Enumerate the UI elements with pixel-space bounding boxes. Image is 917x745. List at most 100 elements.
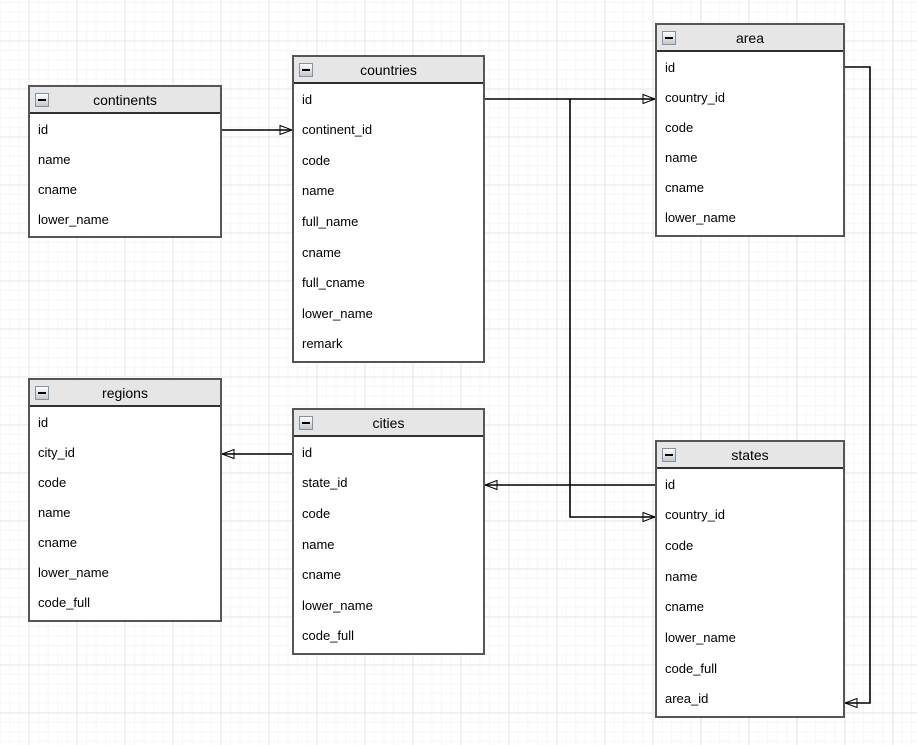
table-row-name[interactable]: name [657, 143, 843, 173]
table-row-code_full[interactable]: code_full [657, 653, 843, 684]
collapse-minus-icon[interactable] [662, 447, 676, 462]
table-row-area_id[interactable]: area_id [657, 683, 843, 714]
collapse-minus-icon[interactable] [299, 62, 313, 77]
table-row-full_cname[interactable]: full_cname [294, 267, 483, 298]
field-label: code [38, 474, 67, 490]
entity-cities-header[interactable]: cities [294, 410, 483, 437]
table-row-id[interactable]: id [294, 437, 483, 468]
table-row-id[interactable]: id [30, 407, 220, 437]
field-label: name [665, 150, 698, 166]
table-row-lower_name[interactable]: lower_name [657, 622, 843, 653]
entity-regions-header[interactable]: regions [30, 380, 220, 407]
field-label: city_id [38, 444, 75, 460]
field-label: code [302, 152, 331, 168]
table-row-code[interactable]: code [294, 145, 483, 176]
table-row-name[interactable]: name [30, 144, 220, 174]
entity-title: countries [360, 61, 417, 78]
table-row-lower_name[interactable]: lower_name [30, 558, 220, 588]
connector-area-id-to-states-area_id[interactable] [845, 66, 871, 703]
table-row-lower_name[interactable]: lower_name [30, 204, 220, 234]
field-label: id [38, 121, 49, 137]
field-label: id [665, 59, 676, 75]
field-label: full_cname [302, 275, 365, 291]
table-row-code[interactable]: code [657, 530, 843, 561]
table-row-continent_id[interactable]: continent_id [294, 115, 483, 146]
field-label: name [302, 183, 335, 199]
entity-title: regions [102, 384, 148, 401]
field-label: code_full [38, 595, 91, 611]
table-row-cname[interactable]: cname [294, 237, 483, 268]
collapse-minus-icon[interactable] [35, 92, 49, 107]
field-label: id [302, 91, 313, 107]
table-row-code[interactable]: code [30, 467, 220, 497]
table-row-id[interactable]: id [30, 114, 220, 144]
table-row-country_id[interactable]: country_id [657, 500, 843, 531]
table-row-cname[interactable]: cname [30, 174, 220, 204]
field-label: id [665, 476, 676, 492]
collapse-minus-icon[interactable] [299, 415, 313, 430]
field-label: id [38, 414, 49, 430]
entity-countries-header[interactable]: countries [294, 57, 483, 84]
field-label: remark [302, 336, 343, 352]
table-row-state_id[interactable]: state_id [294, 468, 483, 499]
table-row-cname[interactable]: cname [657, 592, 843, 623]
table-row-full_name[interactable]: full_name [294, 206, 483, 237]
table-row-remark[interactable]: remark [294, 329, 483, 360]
field-label: lower_name [302, 597, 373, 613]
field-label: code [302, 505, 331, 521]
field-label: lower_name [665, 629, 736, 645]
entity-area-header[interactable]: area [657, 25, 843, 52]
field-label: name [302, 536, 335, 552]
connector-countries-id-to-states-country_id[interactable] [569, 99, 655, 517]
table-row-id[interactable]: id [657, 469, 843, 500]
table-row-name[interactable]: name [657, 561, 843, 592]
table-row-code[interactable]: code [294, 498, 483, 529]
table-row-lower_name[interactable]: lower_name [657, 203, 843, 233]
table-row-cname[interactable]: cname [657, 173, 843, 203]
field-label: code [665, 119, 694, 135]
table-row-lower_name[interactable]: lower_name [294, 298, 483, 329]
table-row-name[interactable]: name [294, 529, 483, 560]
field-label: name [665, 568, 698, 584]
field-label: code [665, 538, 694, 554]
table-row-cname[interactable]: cname [294, 559, 483, 590]
field-label: continent_id [302, 122, 373, 138]
collapse-minus-icon[interactable] [662, 30, 676, 45]
table-row-id[interactable]: id [294, 84, 483, 115]
table-row-cname[interactable]: cname [30, 528, 220, 558]
table-row-lower_name[interactable]: lower_name [294, 590, 483, 621]
entity-title: states [731, 446, 769, 463]
entity-continents-header[interactable]: continents [30, 87, 220, 114]
field-label: area_id [665, 691, 709, 707]
entity-title: continents [93, 91, 157, 108]
table-row-country_id[interactable]: country_id [657, 82, 843, 112]
field-label: code_full [302, 628, 355, 644]
field-label: lower_name [38, 565, 109, 581]
table-row-city_id[interactable]: city_id [30, 437, 220, 467]
table-row-name[interactable]: name [30, 497, 220, 527]
table-row-name[interactable]: name [294, 176, 483, 207]
table-row-code[interactable]: code [657, 112, 843, 142]
table-row-id[interactable]: id [657, 52, 843, 82]
collapse-minus-icon[interactable] [35, 385, 49, 400]
table-row-code_full[interactable]: code_full [30, 588, 220, 618]
entity-states-header[interactable]: states [657, 442, 843, 469]
field-label: state_id [302, 475, 348, 491]
table-row-code_full[interactable]: code_full [294, 620, 483, 651]
entity-title: cities [372, 414, 405, 431]
field-label: lower_name [302, 305, 373, 321]
field-label: code_full [665, 660, 718, 676]
field-label: country_id [665, 507, 725, 523]
entity-title: area [735, 29, 765, 46]
